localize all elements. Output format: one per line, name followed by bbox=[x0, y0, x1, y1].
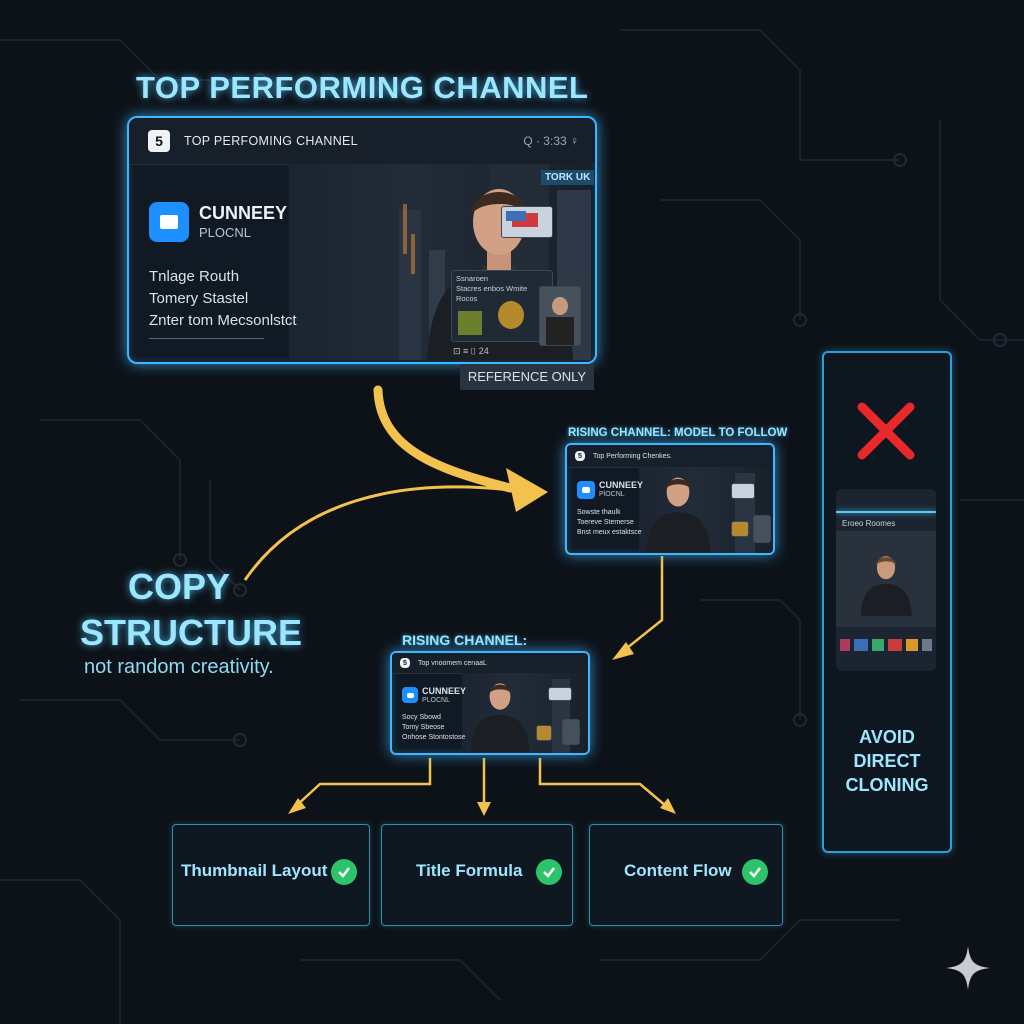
channel-brand-icon bbox=[402, 687, 418, 703]
channel-logo-icon: 5 bbox=[148, 130, 170, 152]
avoid-line: AVOID bbox=[859, 727, 915, 747]
channel-logo-icon: 5 bbox=[400, 658, 410, 668]
card-header-icons: Q · 3:33 ♀ bbox=[523, 134, 579, 148]
top-channel-card[interactable]: 5 TOP PERFOMING CHANNEL Q · 3:33 ♀ TORK … bbox=[127, 116, 597, 364]
sparkle-icon bbox=[946, 946, 990, 990]
channel-logo-icon: 5 bbox=[575, 451, 585, 461]
reference-label: REFERENCE ONLY bbox=[460, 364, 594, 390]
structure-heading: STRUCTURE bbox=[80, 612, 302, 653]
copy-subtitle: not random creativity. bbox=[84, 656, 274, 678]
check-card-thumbnail-layout: Thumbnail Layout bbox=[172, 824, 370, 926]
card-line: Tnlage Routh bbox=[149, 268, 240, 285]
presenter-image bbox=[646, 477, 711, 553]
thumbnail-person bbox=[539, 286, 581, 346]
copy-heading: COPY bbox=[128, 566, 231, 607]
channel-brand-icon bbox=[149, 202, 189, 242]
brand-name: CUNNEEY bbox=[199, 203, 288, 223]
avoid-line: CLONING bbox=[845, 775, 929, 795]
check-icon bbox=[331, 859, 357, 885]
rising-channel-card[interactable]: 5 Top vnoomem cenaaL CUNNEEY PLOCNL Socy… bbox=[390, 651, 590, 755]
check-icon bbox=[536, 859, 562, 885]
check-icon bbox=[742, 859, 768, 885]
card-line: Znter tom Mecsonlstct bbox=[149, 312, 297, 329]
mid-card-label: RISING CHANNEL: MODEL TO FOLLOW bbox=[568, 427, 788, 439]
avoid-cloning-panel: Eroeo Roomes AVOID DIRECT CLONING bbox=[822, 351, 952, 853]
avoid-line: DIRECT bbox=[853, 751, 921, 771]
region-tag: TORK UK bbox=[541, 170, 595, 185]
presenter-image bbox=[471, 683, 530, 752]
thumbnail-monitor bbox=[501, 206, 553, 238]
brand-subtitle: PLOCNL bbox=[199, 225, 252, 240]
card-header: 5 TOP PERFOMING CHANNEL Q · 3:33 ♀ bbox=[129, 118, 595, 165]
check-card-title-formula: Title Formula bbox=[381, 824, 573, 926]
page-title: TOP PERFORMING CHANNEL bbox=[136, 70, 589, 105]
card-footer: ⊡ ≡ ⌷ 24 bbox=[453, 346, 489, 356]
low-card-label: RISING CHANNEL: bbox=[402, 632, 528, 648]
cloned-phone-preview: Eroeo Roomes bbox=[836, 489, 936, 671]
thumbnail-collage: Ssnaroen Stacres enbos Wmite Rocos bbox=[451, 270, 553, 342]
card-line: Tomery Stastel bbox=[149, 290, 249, 307]
model-channel-card[interactable]: 5 Top Performing Chenkes. CUNNEEY PlOCNL… bbox=[565, 443, 775, 555]
channel-brand-icon bbox=[577, 481, 595, 499]
cross-icon bbox=[857, 402, 915, 460]
card-header-title: TOP PERFOMING CHANNEL bbox=[184, 134, 358, 148]
check-card-content-flow: Content Flow bbox=[589, 824, 783, 926]
